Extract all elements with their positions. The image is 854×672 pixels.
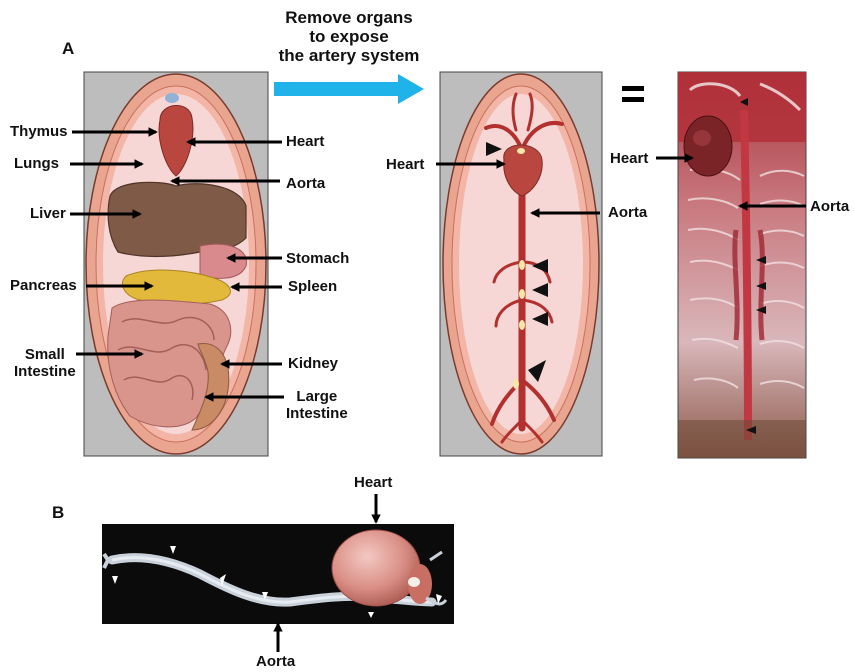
label-small-intestine: Small Intestine [14, 346, 76, 380]
right-arrow-icon [274, 74, 424, 104]
label-stomach: Stomach [286, 250, 349, 267]
artery-diagram-panel [440, 72, 602, 456]
label-aorta-photo: Aorta [810, 198, 849, 215]
label-small-intestine-line1: Small [14, 346, 76, 363]
label-aorta-excised: Aorta [256, 653, 295, 670]
label-heart-artery: Heart [386, 156, 424, 173]
equals-sign-shape [622, 86, 644, 102]
label-aorta-diagram: Aorta [286, 175, 325, 192]
label-large-intestine-line1: Large [286, 388, 348, 405]
transition-title: Remove organs to expose the artery syste… [264, 8, 434, 65]
excised-aorta-photo [102, 524, 454, 624]
transition-title-line3: the artery system [264, 46, 434, 65]
label-heart-excised: Heart [354, 474, 392, 491]
transition-title-line2: to expose [264, 27, 434, 46]
label-thymus: Thymus [10, 123, 68, 140]
panel-letter-a: A [62, 40, 74, 57]
label-heart-photo: Heart [610, 150, 648, 167]
label-kidney: Kidney [288, 355, 338, 372]
label-lungs: Lungs [14, 155, 59, 172]
label-small-intestine-line2: Intestine [14, 363, 76, 380]
stomach-organ [200, 244, 247, 278]
label-heart-diagram: Heart [286, 133, 324, 150]
label-pancreas: Pancreas [10, 277, 77, 294]
thymus-organ [165, 93, 179, 103]
photo-heart [684, 116, 732, 176]
panel-letter-b: B [52, 504, 64, 521]
label-aorta-artery: Aorta [608, 204, 647, 221]
label-liver: Liver [30, 205, 66, 222]
label-spleen: Spleen [288, 278, 337, 295]
transition-title-line1: Remove organs [264, 8, 434, 27]
dissection-photo [678, 72, 806, 458]
excised-heart [332, 530, 420, 606]
label-large-intestine: Large Intestine [286, 388, 348, 422]
label-large-intestine-line2: Intestine [286, 405, 348, 422]
